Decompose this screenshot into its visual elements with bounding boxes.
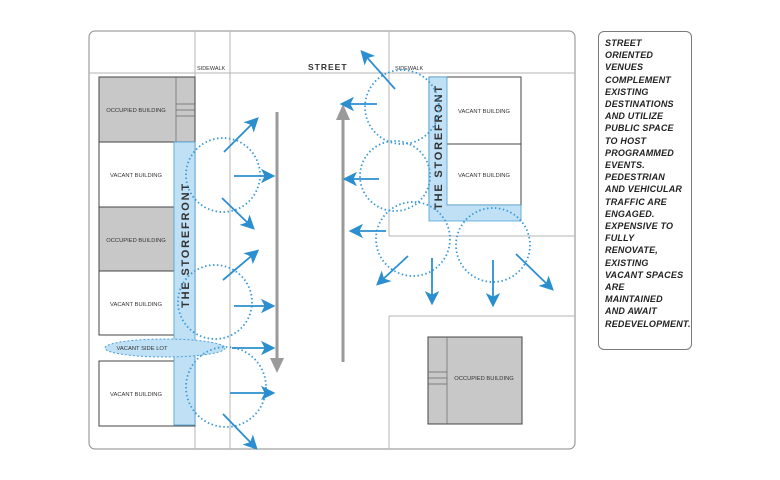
building-left-1 (98, 76, 196, 143)
engagement-arrow (221, 197, 255, 230)
engagement-arrow (376, 255, 409, 286)
engagement-circle (185, 137, 261, 213)
traffic-arrow-head-south (270, 358, 284, 373)
building-right-1-label: VACANT BUILDING (458, 109, 510, 115)
building-lower-right-detail (428, 337, 448, 424)
engagement-circle (375, 201, 451, 277)
building-lower-right (427, 336, 523, 425)
vacant-side-lot (104, 338, 226, 358)
traffic-arrow-head-north (336, 104, 350, 120)
sidewalk-label-left: SIDEWALK (197, 66, 226, 72)
engagement-circle (177, 264, 253, 340)
building-right-2-label: VACANT BUILDING (458, 173, 510, 179)
building-left-3-label: OCCUPIED BUILDING (106, 238, 166, 244)
vacant-side-lot-label: VACANT SIDE LOT (116, 346, 167, 352)
storefront-strip-right (428, 76, 522, 222)
engagement-arrow (360, 49, 396, 90)
engagement-arrow (515, 253, 554, 291)
storefront-label-right: THE STOREFRONT (433, 84, 445, 210)
building-left-5-label: VACANT BUILDING (110, 392, 162, 398)
engagement-arrow (223, 117, 259, 153)
traffic-arrows (270, 104, 350, 373)
storefront-label-left: THE STOREFRONT (180, 182, 192, 308)
engagement-circle (364, 69, 440, 145)
sidewalk-label-right: SIDEWALK (395, 66, 424, 72)
description-note-text: STREET ORIENTED VENUES COMPLEMENT EXISTI… (605, 38, 691, 329)
description-note: STREET ORIENTED VENUES COMPLEMENT EXISTI… (598, 31, 692, 350)
engagement-arrow (222, 249, 260, 281)
building-left-1-label: OCCUPIED BUILDING (106, 108, 166, 114)
building-left-4-label: VACANT BUILDING (110, 302, 162, 308)
building-lower-right-label: OCCUPIED BUILDING (454, 376, 514, 382)
street-label: STREET (308, 62, 348, 72)
engagement-circle (359, 140, 431, 212)
engagement-arrows (221, 49, 554, 450)
engagement-circle (455, 207, 531, 283)
engagement-arrow (222, 413, 258, 450)
building-left-2-label: VACANT BUILDING (110, 173, 162, 179)
